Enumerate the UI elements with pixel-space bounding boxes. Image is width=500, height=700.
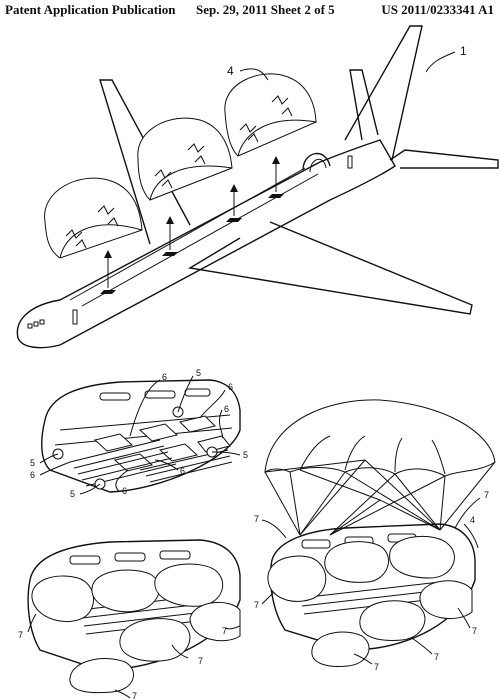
publication-number: US 2011/0233341 A1 <box>381 2 494 17</box>
module-underside-figure: 6 5 6 6 5 6 5 6 5 6 <box>30 368 248 499</box>
reference-numeral-6: 6 <box>162 372 167 382</box>
module-window <box>301 539 331 549</box>
cushions <box>31 563 241 694</box>
cockpit-window <box>33 321 39 327</box>
reference-numeral-6: 6 <box>180 466 185 476</box>
leaders-cushion-right <box>261 497 481 665</box>
passenger-module <box>137 117 233 201</box>
reference-numeral-5: 5 <box>70 489 75 499</box>
rear-bulkhead <box>302 153 331 171</box>
module-window <box>114 552 146 562</box>
module-body <box>27 539 241 671</box>
suspension-lines <box>264 459 496 536</box>
module-body <box>41 379 241 493</box>
reference-numeral-7: 7 <box>374 662 379 672</box>
floor-hatch <box>162 252 178 256</box>
page-header: Patent Application Publication Sep. 29, … <box>0 0 500 18</box>
reference-numeral-6: 6 <box>224 404 229 414</box>
door <box>72 309 78 325</box>
module-window <box>184 388 211 397</box>
reference-numeral-7: 7 <box>484 490 489 500</box>
door <box>347 155 353 169</box>
reference-numeral-5: 5 <box>243 450 248 460</box>
module-window <box>99 392 131 401</box>
publication-date-sheet: Sep. 29, 2011 Sheet 2 of 5 <box>196 2 335 17</box>
reference-numeral-5: 5 <box>30 458 35 468</box>
reference-numeral-7: 7 <box>254 600 259 610</box>
right-wing <box>188 221 473 315</box>
reference-numeral-1: 1 <box>460 44 467 58</box>
reference-numeral-4: 4 <box>227 64 234 78</box>
roof-opening-edge <box>69 167 306 301</box>
reference-numeral-7: 7 <box>434 652 439 662</box>
reference-numeral-4: 4 <box>470 515 475 525</box>
fuselage <box>16 139 396 349</box>
underside-plates <box>69 415 233 487</box>
reference-numeral-7: 7 <box>132 691 137 700</box>
reference-numeral-6: 6 <box>30 470 35 480</box>
reference-numeral-7: 7 <box>18 630 23 640</box>
reference-numeral-6: 6 <box>122 486 127 496</box>
leaders-lower-left <box>39 375 241 495</box>
vertical-tail <box>344 25 423 161</box>
rear-bulkhead <box>309 158 327 173</box>
passenger-module <box>224 73 317 157</box>
aircraft-figure: 4 1 <box>16 25 499 349</box>
module-window <box>69 555 101 565</box>
reference-numeral-7: 7 <box>222 626 227 636</box>
right-stabilizer <box>389 149 499 169</box>
module-body <box>269 523 476 651</box>
left-stabilizer <box>349 69 379 141</box>
module-window <box>159 550 191 560</box>
reference-numeral-6: 6 <box>228 382 233 392</box>
cockpit-window <box>39 319 45 325</box>
cockpit-window <box>27 323 33 329</box>
publication-type: Patent Application Publication <box>5 2 176 17</box>
leader-line-1 <box>425 51 456 73</box>
parachute-canopy <box>264 399 496 477</box>
floor-hatch <box>226 218 242 222</box>
passenger-module <box>44 177 143 259</box>
reference-numeral-7: 7 <box>472 626 477 636</box>
floor-hatch <box>100 290 116 294</box>
reference-numeral-5: 5 <box>196 368 201 378</box>
module-window <box>144 390 176 399</box>
parachute-module-figure: 7 7 4 7 7 7 7 <box>254 399 496 672</box>
module-cushion-figure: 7 7 7 7 <box>18 539 241 700</box>
leaders-cushion-left <box>27 613 241 699</box>
cushions <box>267 535 473 667</box>
leader-line-4 <box>239 68 269 81</box>
canopy-panels <box>299 435 446 475</box>
reference-numeral-7: 7 <box>198 656 203 666</box>
reference-numeral-7: 7 <box>254 514 259 524</box>
lift-arrows <box>104 156 280 288</box>
floor-hatch <box>268 194 284 198</box>
